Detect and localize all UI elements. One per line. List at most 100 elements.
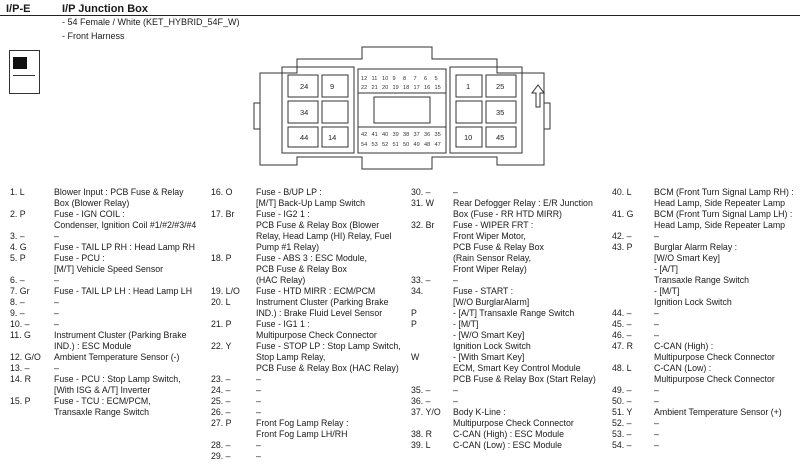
pin-description: Fuse - TAIL LP LH : Head Lamp LH	[54, 286, 193, 296]
pin-id: 23. –	[211, 374, 231, 384]
pin-number: 16	[424, 85, 430, 91]
pin-number: 47	[435, 142, 441, 148]
diagram-code: I/P-E	[6, 3, 31, 15]
pin-description: Multipurpose Check Connector	[453, 418, 574, 428]
pin-id: 37. Y/O	[411, 407, 441, 417]
pin-id: 15. P	[10, 396, 31, 406]
label-9: 9	[330, 82, 334, 91]
pin-id: 13. –	[10, 363, 30, 373]
pin-number: 40	[382, 132, 388, 138]
pin-description: Fuse - TAIL LP RH : Head Lamp RH	[54, 242, 195, 252]
pin-description: –	[256, 451, 261, 461]
pin-description: Stop Lamp Relay,	[256, 352, 326, 362]
pin-id: 33. –	[411, 275, 431, 285]
pin-number: 49	[414, 142, 420, 148]
pin-description: C-CAN (High) : ESC Module	[453, 429, 564, 439]
pin-description: - [M/T]	[453, 319, 479, 329]
pin-id: 42. –	[612, 231, 632, 241]
pin-description: –	[54, 308, 59, 318]
pin-id: 2. P	[10, 209, 26, 219]
pin-description: PCB Fuse & Relay Box (Start Relay)	[453, 374, 596, 384]
left-cavity-1	[321, 74, 349, 98]
pin-number: 19	[393, 85, 399, 91]
right-connector-mid	[485, 100, 517, 124]
housing-outline	[259, 46, 545, 170]
pin-description: –	[453, 396, 458, 406]
pin-id: 54. –	[612, 440, 632, 450]
pin-description: Blower Input : PCB Fuse & Relay	[54, 187, 184, 197]
pin-description: - [W/O Smart Key]	[453, 330, 525, 340]
pin-id: 26. –	[211, 407, 231, 417]
left-cavity-3	[321, 126, 349, 148]
label-10: 10	[464, 133, 472, 142]
pin-id: 11. G	[10, 330, 31, 340]
pin-description: [W/O Smart Key]	[654, 253, 720, 263]
pin-id: 1. L	[10, 187, 25, 197]
pin-description: Fuse - START :	[453, 286, 514, 296]
label-25: 25	[496, 82, 504, 91]
pin-id: 16. O	[211, 187, 233, 197]
left-connector-top	[287, 74, 319, 98]
pin-number: 42	[361, 132, 367, 138]
pin-description: –	[256, 385, 261, 395]
pin-id: 34.	[411, 286, 424, 296]
left-tab	[253, 102, 261, 130]
pin-description: Transaxle Range Switch	[654, 275, 750, 285]
pin-description: Fuse - WIPER FRT :	[453, 220, 534, 230]
right-tab	[543, 102, 551, 130]
pin-id: 27. P	[211, 418, 232, 428]
pin-description: [M/T] Back-Up Lamp Switch	[256, 198, 366, 208]
pin-number: 22	[361, 85, 367, 91]
pin-description: –	[453, 275, 458, 285]
pin-description: –	[256, 374, 261, 384]
pin-number: 35	[435, 132, 441, 138]
pin-description: Ambient Temperature Sensor (-)	[54, 352, 180, 362]
label-24: 24	[300, 82, 308, 91]
pin-description: Condenser, Ignition Coil #1/#2/#3/#4	[54, 220, 197, 230]
pin-description: Ignition Lock Switch	[654, 297, 732, 307]
pin-number: 21	[372, 85, 378, 91]
location-marker	[13, 57, 27, 69]
pin-description: IND.) : ESC Module	[54, 341, 132, 351]
pin-description: Fuse - IG2 1 :	[256, 209, 310, 219]
pin-id: 31. W	[411, 198, 434, 208]
pin-description: ECM, Smart Key Control Module	[453, 363, 581, 373]
diagram-title: I/P Junction Box	[62, 3, 148, 15]
pin-id: 22. Y	[211, 341, 232, 351]
pin-number: 17	[414, 85, 420, 91]
pin-number: 6	[424, 76, 427, 82]
pin-id: 20. L	[211, 297, 231, 307]
left-connector-mid	[287, 100, 319, 124]
pin-number: 52	[382, 142, 388, 148]
pin-number: 41	[372, 132, 378, 138]
pin-id: 4. G	[10, 242, 27, 252]
pin-description: Fuse - HTD MIRR : ECM/PCM	[256, 286, 376, 296]
polarity-arrow-icon	[531, 84, 545, 108]
pin-description: - [With Smart Key]	[453, 352, 525, 362]
pin-description: Front Fog Lamp Relay :	[256, 418, 349, 428]
pin-description: –	[654, 231, 659, 241]
pin-number: 11	[372, 76, 378, 82]
pin-id: 29. –	[211, 451, 231, 461]
pin-number: 10	[382, 76, 388, 82]
pin-id: 49. –	[612, 385, 632, 395]
pin-description: –	[654, 418, 659, 428]
pin-description: Box (Fuse - RR HTD MIRR)	[453, 209, 562, 219]
pin-id: 48. L	[612, 363, 632, 373]
right-connector-frame	[449, 66, 523, 154]
pin-id: 32. Br	[411, 220, 435, 230]
pin-description: –	[256, 440, 261, 450]
pin-description: Burglar Alarm Relay :	[654, 242, 738, 252]
pin-id: 8. –	[10, 297, 25, 307]
pin-id: 30. –	[411, 187, 431, 197]
pin-description: Multipurpose Check Connector	[654, 352, 775, 362]
pin-description: PCB Fuse & Relay Box (Blower	[256, 220, 380, 230]
pin-description: Ambient Temperature Sensor (+)	[654, 407, 782, 417]
pin-description: Fuse - TCU : ECM/PCM,	[54, 396, 151, 406]
pin-id: W	[411, 352, 420, 362]
pin-description: - [A/T]	[654, 264, 678, 274]
pin-description: –	[654, 396, 659, 406]
pin-description: Fuse - STOP LP : Stop Lamp Switch,	[256, 341, 401, 351]
pin-description: IND.) : Brake Fluid Level Sensor	[256, 308, 383, 318]
